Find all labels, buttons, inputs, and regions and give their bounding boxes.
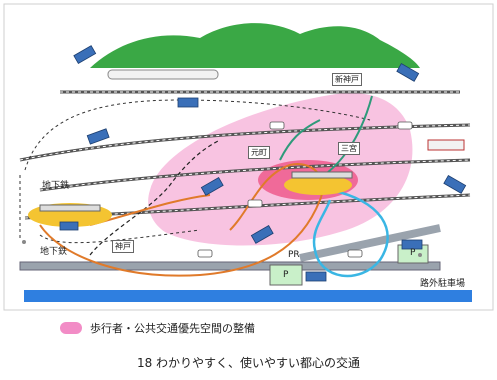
highway-ramp bbox=[299, 224, 441, 262]
label-outer-parking: 路外駐車場 bbox=[420, 279, 466, 289]
orange-bus-route bbox=[39, 163, 324, 277]
sea bbox=[24, 290, 472, 302]
label-p1: P bbox=[283, 270, 289, 280]
label-subway-top: 地下鉄 bbox=[42, 181, 70, 191]
subway-route bbox=[89, 139, 221, 256]
label-shin-kobe: 新神戸 bbox=[332, 73, 362, 86]
sannomiya-station-area bbox=[284, 175, 352, 195]
label-p2: P bbox=[410, 248, 416, 258]
label-pr: PR bbox=[288, 250, 300, 260]
label-motomachi: 元町 bbox=[248, 146, 270, 159]
label-kobe: 神戸 bbox=[112, 240, 134, 253]
legend-text: 歩行者・公共交通優先空間の整備 bbox=[90, 322, 255, 335]
cars bbox=[197, 121, 413, 258]
mountains bbox=[90, 23, 420, 68]
shinkansen-train bbox=[107, 69, 219, 80]
cyan-route bbox=[312, 188, 389, 278]
parking-dots bbox=[22, 240, 422, 257]
legend: 歩行者・公共交通優先空間の整備 bbox=[60, 320, 255, 336]
parking-p1 bbox=[269, 264, 303, 286]
caption: 18 わかりやすく、使いやすい都心の交通 bbox=[136, 356, 361, 370]
tram bbox=[427, 139, 465, 151]
legend-swatch bbox=[60, 322, 82, 334]
buses bbox=[59, 45, 467, 282]
label-subway-bottom: 地下鉄 bbox=[40, 247, 68, 257]
label-sannomiya: 三宮 bbox=[338, 142, 360, 155]
